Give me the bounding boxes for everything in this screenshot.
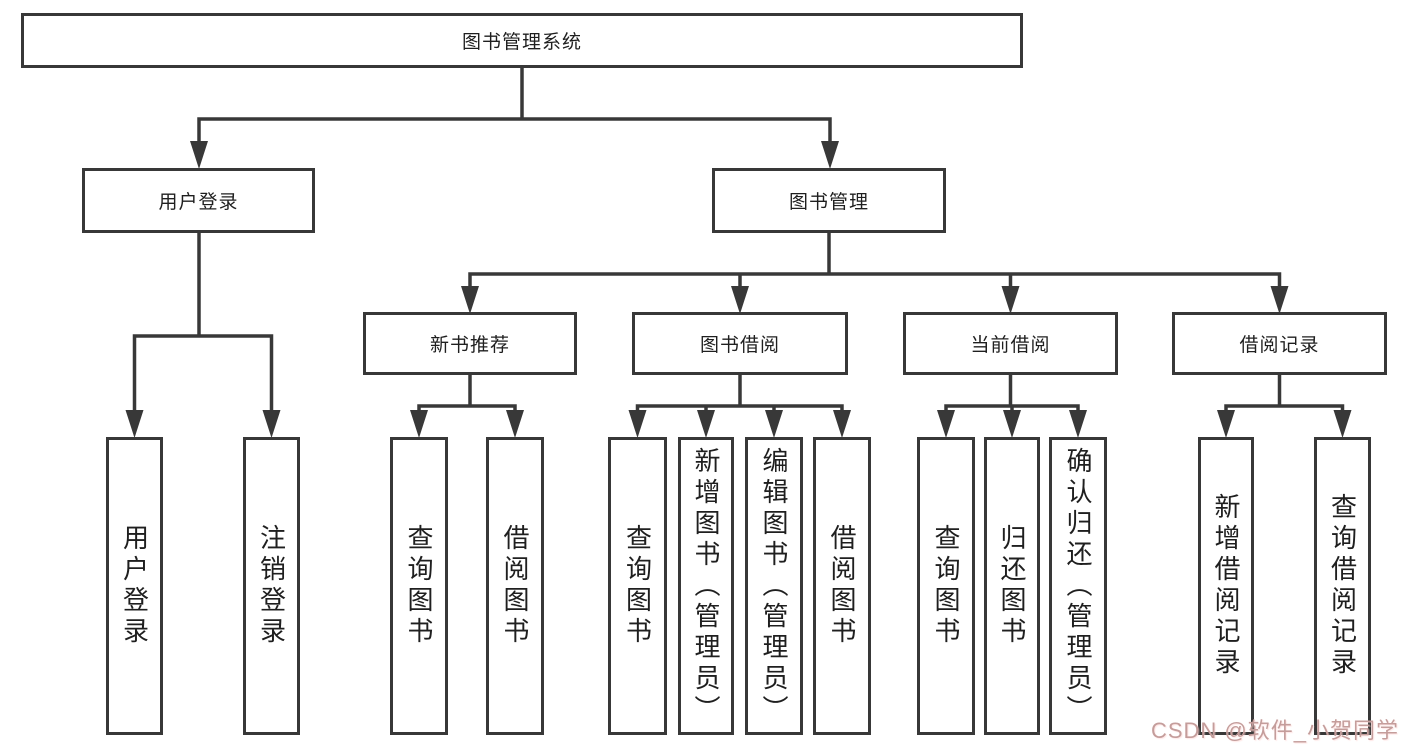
node-label: 图书管理 — [788, 192, 869, 213]
leaf-query-books-3: 查询图书 — [917, 437, 975, 735]
connector-user-login — [132, 231, 274, 415]
leaf-add-borrow-record: 新增借阅记录 — [1198, 437, 1254, 735]
leaf-query-books-1: 查询图书 — [390, 437, 448, 735]
node-label: 图书借阅 — [699, 335, 780, 356]
node-book-borrow: 图书借阅 — [632, 312, 848, 375]
node-label: 确认归还（管理员） — [1063, 446, 1093, 726]
leaf-edit-books-admin: 编辑图书（管理员） — [745, 437, 803, 735]
node-label: 借阅记录 — [1239, 335, 1320, 356]
node-label: 查询图书 — [404, 524, 434, 648]
leaf-query-borrow-record: 查询借阅记录 — [1314, 437, 1371, 735]
leaf-query-books-2: 查询图书 — [608, 437, 667, 735]
connector-book-mgmt — [468, 231, 1282, 290]
node-label: 借阅图书 — [827, 524, 857, 648]
node-root: 图书管理系统 — [21, 13, 1023, 68]
node-label: 查询借阅记录 — [1327, 493, 1358, 679]
node-label: 注销登录 — [256, 524, 287, 648]
node-label: 查询图书 — [622, 524, 653, 648]
connector-current-borrow — [944, 373, 1080, 415]
node-label: 新增图书（管理员） — [691, 446, 721, 726]
connector-root — [197, 66, 832, 146]
connector-new-book — [417, 373, 517, 415]
leaf-borrow-books-2: 借阅图书 — [813, 437, 871, 735]
node-new-book-recommend: 新书推荐 — [363, 312, 577, 375]
connector-book-borrow — [635, 373, 844, 415]
node-label: 新书推荐 — [429, 335, 510, 356]
node-root-label: 图书管理系统 — [461, 32, 582, 53]
leaf-add-books-admin: 新增图书（管理员） — [678, 437, 734, 735]
node-book-mgmt-branch: 图书管理 — [712, 168, 946, 233]
node-label: 当前借阅 — [970, 335, 1051, 356]
node-label: 借阅图书 — [500, 524, 530, 648]
csdn-watermark: CSDN @软件_小贺同学 — [1150, 718, 1399, 743]
leaf-confirm-return-admin: 确认归还（管理员） — [1049, 437, 1107, 735]
node-label: 新增借阅记录 — [1211, 493, 1241, 679]
leaf-borrow-books-1: 借阅图书 — [486, 437, 544, 735]
connector-borrow-record — [1224, 373, 1345, 415]
node-borrow-record: 借阅记录 — [1172, 312, 1387, 375]
leaf-logout: 注销登录 — [243, 437, 300, 735]
node-label: 用户登录 — [119, 524, 150, 648]
leaf-user-login: 用户登录 — [106, 437, 163, 735]
leaf-return-books: 归还图书 — [984, 437, 1040, 735]
node-label: 编辑图书（管理员） — [759, 446, 789, 726]
node-label: 归还图书 — [997, 524, 1027, 648]
node-label: 查询图书 — [931, 524, 961, 648]
node-label: 用户登录 — [158, 192, 239, 213]
node-current-borrow: 当前借阅 — [903, 312, 1118, 375]
node-user-login-branch: 用户登录 — [82, 168, 315, 233]
